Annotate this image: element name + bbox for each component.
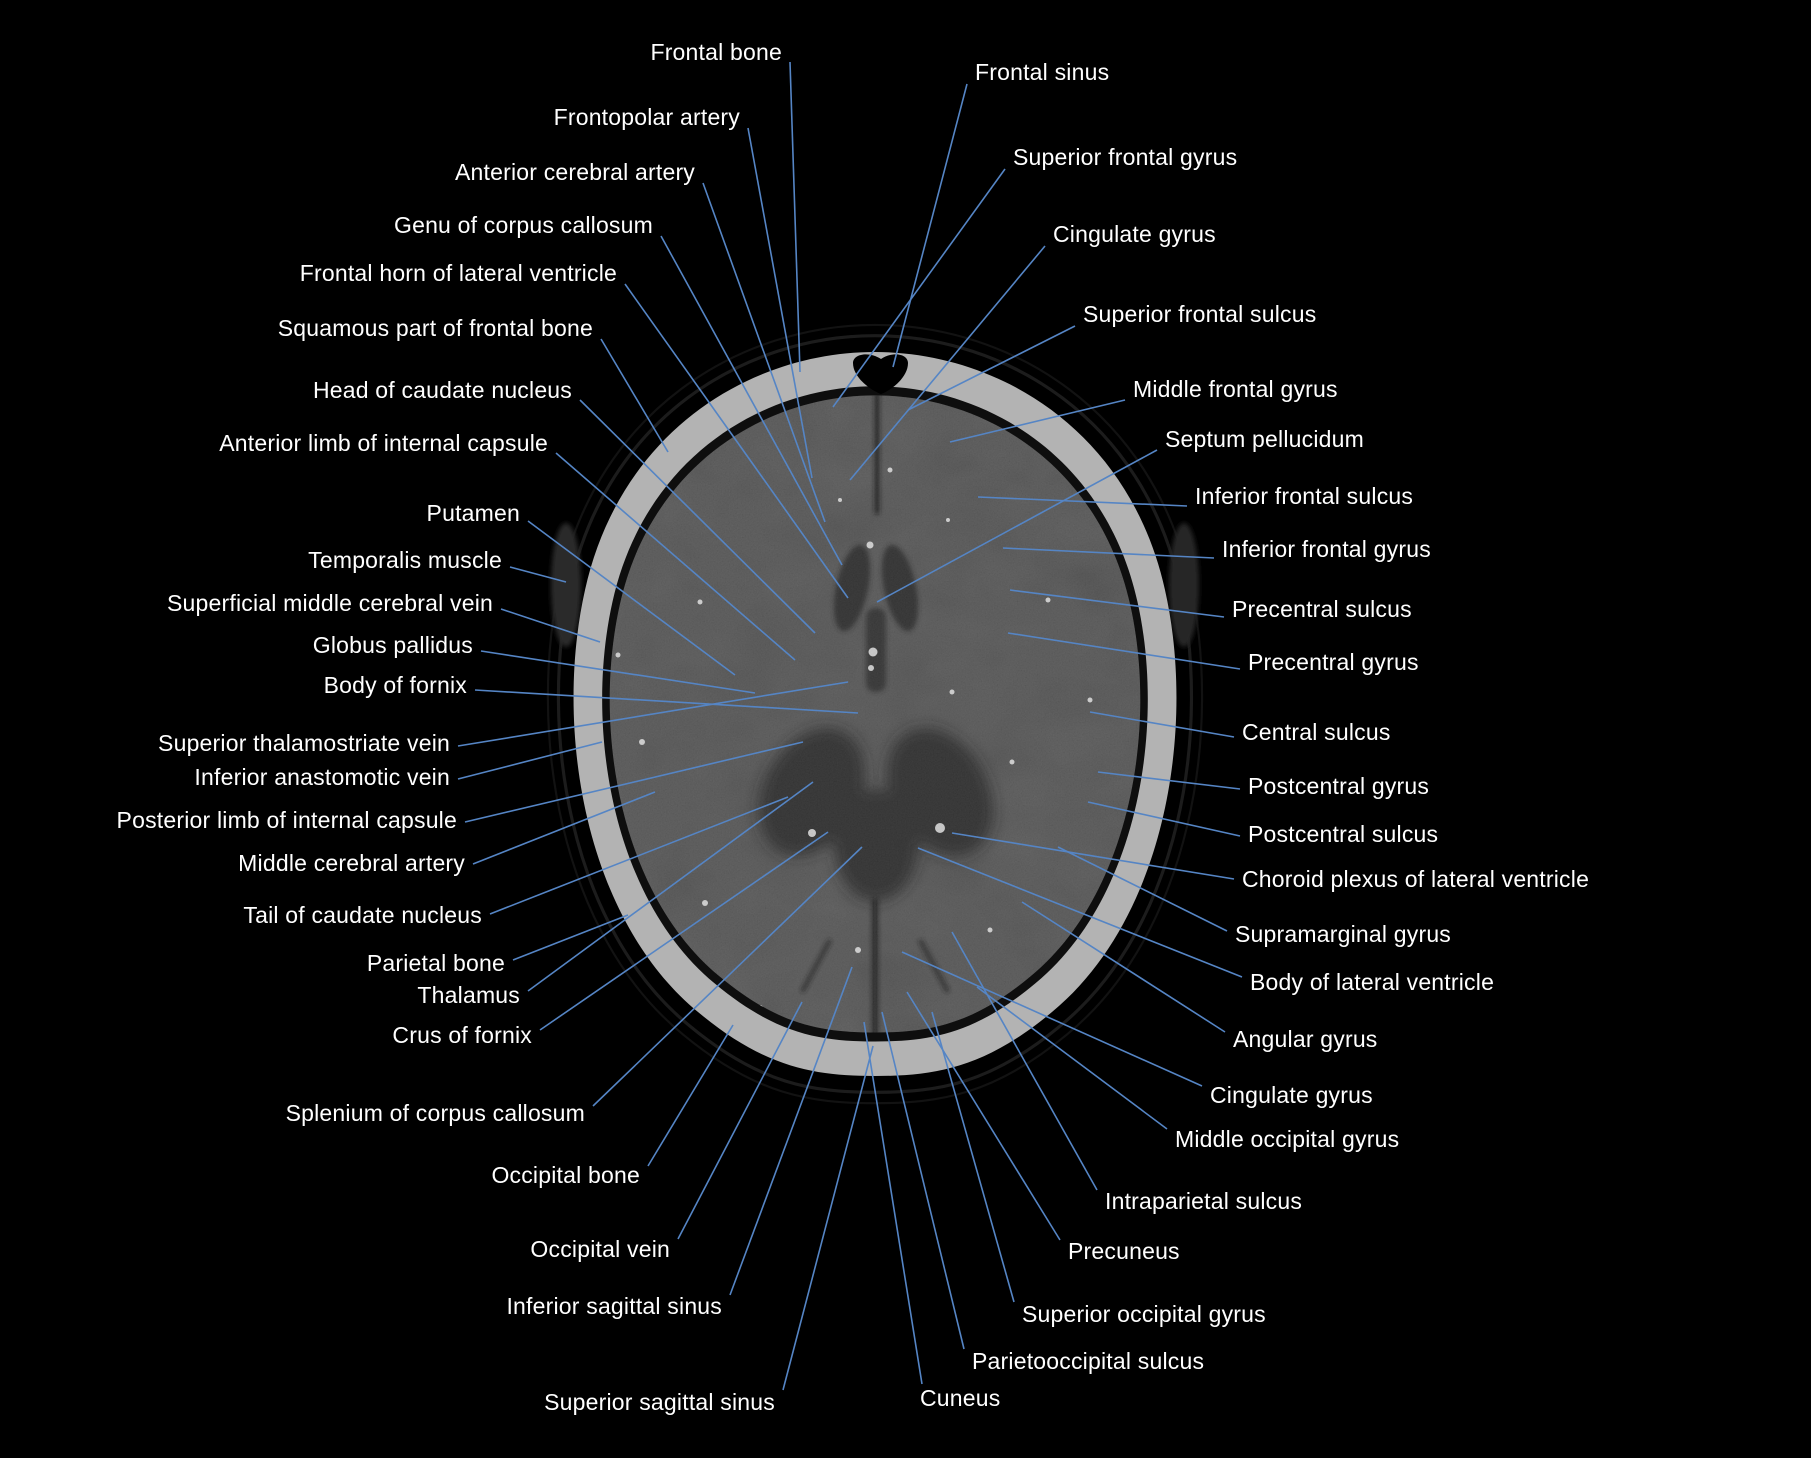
leader-line (489, 796, 789, 915)
leader-line (907, 325, 1076, 411)
leader-line (1097, 771, 1241, 790)
leader-line (1009, 589, 1225, 618)
leader-line (464, 741, 804, 823)
leader-line (1057, 846, 1228, 932)
leader-line (457, 681, 849, 747)
leader-line (849, 245, 1046, 481)
leader-line (931, 1011, 1015, 1303)
leader-line (747, 127, 813, 479)
leader-line (951, 832, 1235, 880)
leader-lines (457, 61, 1243, 1391)
leader-line (901, 951, 1203, 1087)
leader-line (906, 991, 1061, 1241)
leader-line (472, 791, 656, 865)
leader-line (881, 1011, 965, 1350)
leader-line (977, 496, 1188, 507)
leader-line (579, 399, 816, 634)
leader-line (729, 966, 853, 1296)
leader-line (863, 1021, 923, 1385)
ct-noise-texture (609, 395, 1141, 1033)
leader-line (660, 235, 843, 566)
leader-line (949, 399, 1126, 443)
leader-line (1002, 547, 1215, 559)
leader-line (702, 182, 826, 523)
leader-line (951, 931, 1098, 1191)
leader-line (539, 831, 829, 1031)
leader-line (677, 1001, 803, 1240)
leader-line (624, 283, 849, 599)
leader-line (527, 781, 814, 992)
leader-line (592, 846, 863, 1107)
leader-line (1021, 901, 1226, 1033)
leader-line (892, 83, 968, 368)
leader-line (876, 449, 1158, 603)
leader-line (1087, 801, 1241, 837)
leader-line (789, 61, 801, 373)
leader-line (555, 452, 796, 661)
leader-line (512, 914, 629, 961)
leader-line (500, 608, 601, 643)
leader-line (976, 986, 1168, 1130)
leader-line (832, 168, 1006, 408)
leader-line (480, 650, 756, 694)
leader-line (457, 741, 603, 780)
leader-line (509, 566, 567, 583)
leader-line (1007, 632, 1241, 670)
leader-line (600, 338, 669, 453)
leader-line (527, 520, 736, 676)
leader-line (474, 689, 859, 714)
leader-line (917, 847, 1243, 978)
leader-line (647, 1024, 734, 1167)
leader-line (1089, 711, 1235, 738)
leader-line (782, 1045, 874, 1391)
